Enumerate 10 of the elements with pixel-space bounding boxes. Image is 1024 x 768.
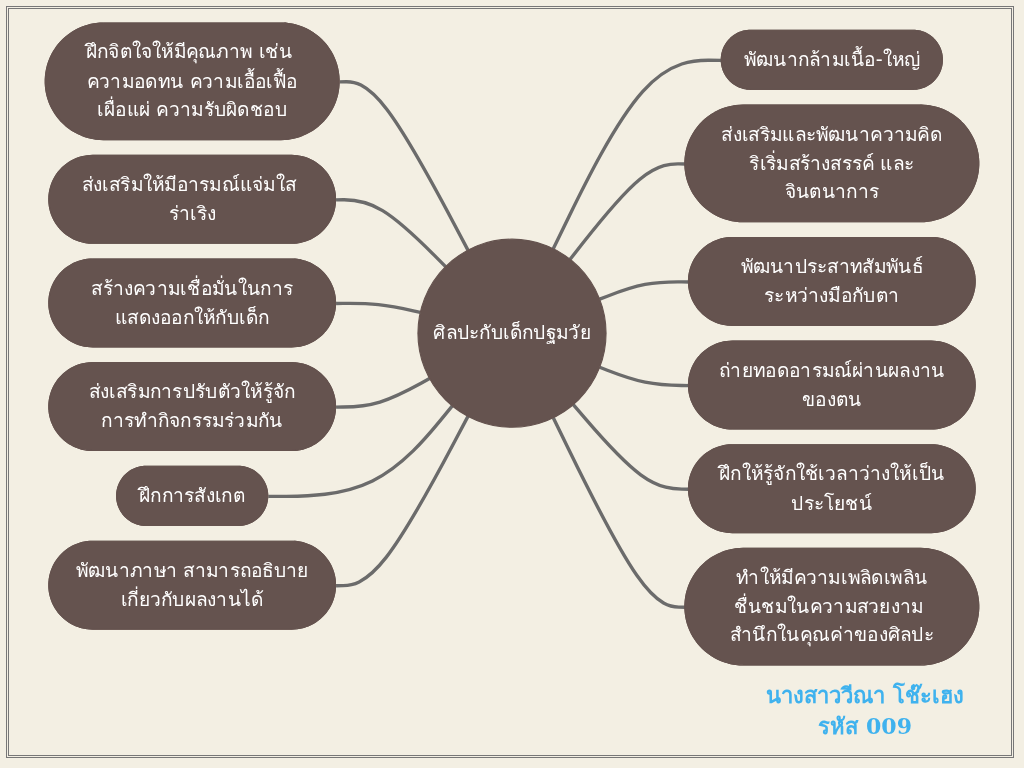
author-note: นางสาววีณา โช๊ะเฮง	[766, 681, 964, 710]
author-note: รหัส 009	[817, 711, 913, 741]
connector	[339, 80, 470, 251]
connector	[336, 377, 431, 409]
connector	[268, 404, 454, 499]
connector	[336, 198, 447, 268]
connector	[336, 415, 470, 588]
connector	[551, 58, 722, 250]
node-circle: ศิลปะกับเด็กปฐมวัย	[417, 238, 607, 428]
connector	[336, 301, 421, 315]
